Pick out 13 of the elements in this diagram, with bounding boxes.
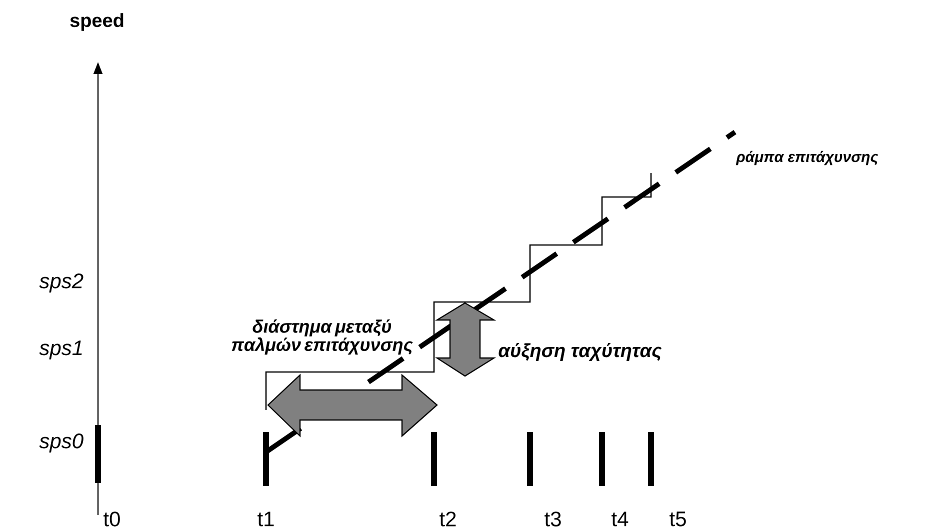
time-label: t2 xyxy=(440,512,456,526)
interval-label: διάστημα μεταξύ παλμών επιτάχυνσης xyxy=(232,319,413,355)
speed-level-label: sps2 xyxy=(39,274,84,293)
time-label: t4 xyxy=(612,512,628,526)
ramp-label: ράμπα επιτάχυνσης xyxy=(736,150,878,166)
time-label: t3 xyxy=(544,512,561,526)
speed-increase-label: αύξηση ταχύτητας xyxy=(498,343,662,361)
time-label: t1 xyxy=(258,512,274,526)
time-label: t5 xyxy=(670,512,686,526)
speed-level-label: sps1 xyxy=(39,340,82,360)
speed-level-label: sps0 xyxy=(39,434,84,453)
axis-label: speed xyxy=(70,13,124,31)
time-label: t0 xyxy=(104,512,120,526)
